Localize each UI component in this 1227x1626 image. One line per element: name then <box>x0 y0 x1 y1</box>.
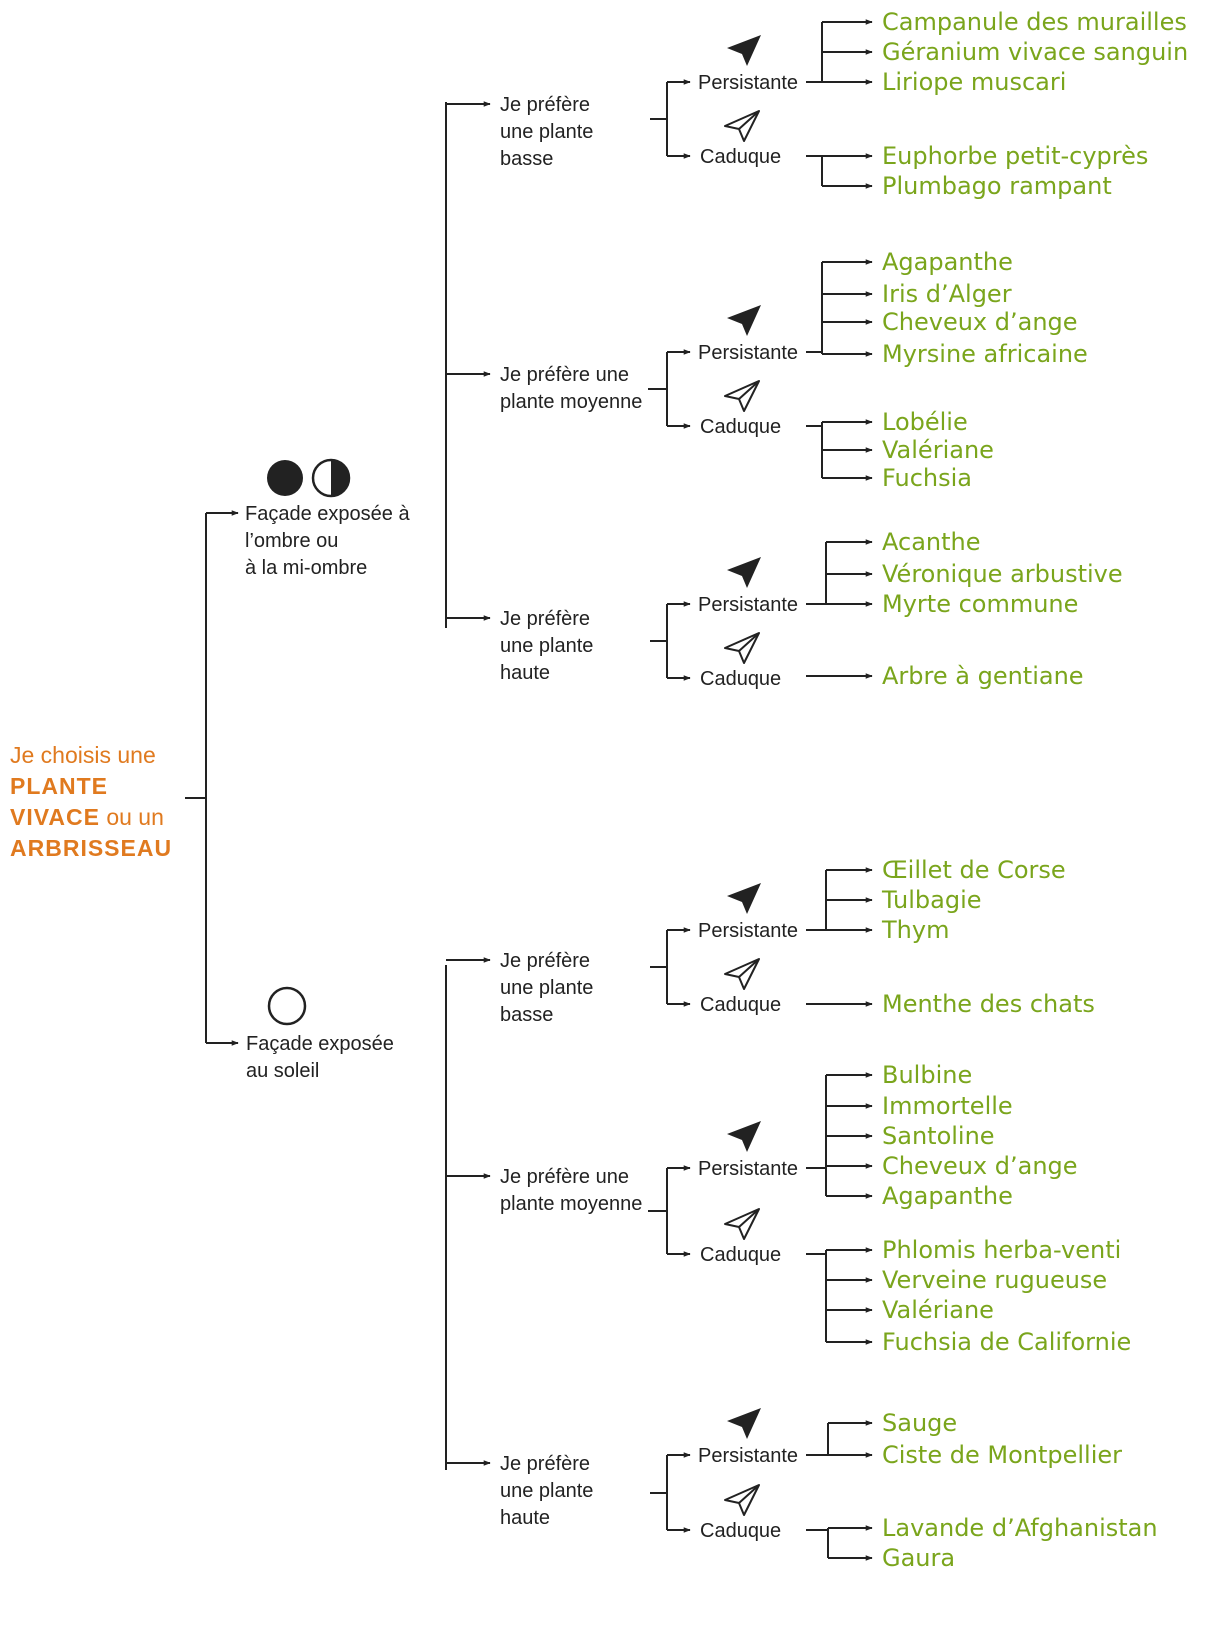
plant-name: Fuchsia <box>882 464 972 492</box>
deciduous-label: Caduque <box>700 146 781 168</box>
persistent-label: Persistante <box>698 342 798 364</box>
root-line-4: ARBRISSEAU <box>10 835 173 861</box>
exposure-label: l’ombre ou <box>245 530 338 552</box>
filled-paper-plane-icon <box>727 1408 761 1439</box>
height-label: une plante <box>500 635 593 657</box>
outline-paper-plane-icon <box>724 1208 760 1240</box>
height-label: haute <box>500 662 550 684</box>
persistent-label: Persistante <box>698 920 798 942</box>
plant-name: Valériane <box>882 436 994 464</box>
plant-name: Acanthe <box>882 528 981 556</box>
outline-paper-plane-icon <box>724 110 760 142</box>
filled-paper-plane-icon <box>727 305 761 336</box>
persistent-label: Persistante <box>698 594 798 616</box>
deciduous-label: Caduque <box>700 416 781 438</box>
height-label: basse <box>500 1004 553 1026</box>
half-moon-shading <box>331 460 349 496</box>
height-label: plante moyenne <box>500 391 642 413</box>
plant-name: Liriope muscari <box>882 68 1066 96</box>
plant-name: Myrsine africaine <box>882 340 1088 368</box>
height-label: Je préfère <box>500 94 590 116</box>
deciduous-label: Caduque <box>700 1520 781 1542</box>
exposure-label: au soleil <box>246 1060 319 1082</box>
plant-name: Santoline <box>882 1122 995 1150</box>
height-label: Je préfère <box>500 950 590 972</box>
persistent-label: Persistante <box>698 1158 798 1180</box>
plant-name: Géranium vivace sanguin <box>882 38 1188 66</box>
plant-name: Lavande d’Afghanistan <box>882 1514 1158 1542</box>
icons-layer <box>267 35 761 1516</box>
plant-name: Campanule des murailles <box>882 8 1187 36</box>
persistent-label: Persistante <box>698 72 798 94</box>
plant-name: Ciste de Montpellier <box>882 1441 1122 1469</box>
plant-name: Bulbine <box>882 1061 972 1089</box>
outline-paper-plane-icon <box>724 1484 760 1516</box>
plant-name: Véronique arbustive <box>882 560 1123 588</box>
filled-paper-plane-icon <box>727 35 761 66</box>
plant-name: Agapanthe <box>882 1182 1013 1210</box>
outline-paper-plane-icon <box>724 380 760 412</box>
filled-paper-plane-icon <box>727 557 761 588</box>
plant-name: Euphorbe petit-cyprès <box>882 142 1148 170</box>
plant-name: Valériane <box>882 1296 994 1324</box>
root-question: Je choisis une PLANTE VIVACE ou un ARBRI… <box>10 740 172 864</box>
plant-name: Fuchsia de Californie <box>882 1328 1131 1356</box>
connector-lines <box>185 19 873 1561</box>
filled-paper-plane-icon <box>727 1121 761 1152</box>
exposure-label: à la mi-ombre <box>245 557 367 579</box>
plant-name: Thym <box>881 916 949 944</box>
filled-paper-plane-icon <box>727 883 761 914</box>
plant-name: Immortelle <box>882 1092 1013 1120</box>
height-label: Je préfère <box>500 1453 590 1475</box>
plant-name: Agapanthe <box>882 248 1013 276</box>
height-label: Je préfère une <box>500 1166 629 1188</box>
plant-name: Myrte commune <box>882 590 1078 618</box>
height-label: Je préfère une <box>500 364 629 386</box>
root-line-3-rest: ou un <box>99 804 164 830</box>
sun-circle-icon <box>267 986 307 1026</box>
plant-name: Arbre à gentiane <box>882 662 1084 690</box>
plant-name: Menthe des chats <box>882 990 1095 1018</box>
plant-name: Lobélie <box>882 408 968 436</box>
plant-name: Phlomis herba-venti <box>882 1236 1121 1264</box>
labels-layer: Façade exposée àl’ombre ouà la mi-ombreJ… <box>245 8 1188 1572</box>
plant-name: Cheveux d’ange <box>882 308 1078 336</box>
deciduous-label: Caduque <box>700 1244 781 1266</box>
root-line-3-bold: VIVACE <box>10 804 100 830</box>
plant-name: Tulbagie <box>881 886 982 914</box>
outline-paper-plane-icon <box>724 958 760 990</box>
height-label: une plante <box>500 121 593 143</box>
deciduous-label: Caduque <box>700 668 781 690</box>
plant-name: Sauge <box>882 1409 957 1437</box>
outline-paper-plane-icon <box>724 632 760 664</box>
root-line-3: VIVACE ou un <box>10 802 172 833</box>
height-label: une plante <box>500 1480 593 1502</box>
height-label: Je préfère <box>500 608 590 630</box>
exposure-label: Façade exposée <box>246 1033 394 1055</box>
height-label: plante moyenne <box>500 1193 642 1215</box>
exposure-label: Façade exposée à <box>245 503 410 525</box>
plant-name: Cheveux d’ange <box>882 1152 1078 1180</box>
height-label: basse <box>500 148 553 170</box>
deciduous-label: Caduque <box>700 994 781 1016</box>
height-label: haute <box>500 1507 550 1529</box>
plant-name: Verveine rugueuse <box>882 1266 1107 1294</box>
plant-name: Iris d’Alger <box>882 280 1012 308</box>
height-label: une plante <box>500 977 593 999</box>
plant-name: Œillet de Corse <box>882 856 1066 884</box>
plant-name: Gaura <box>882 1544 955 1572</box>
root-line-2: PLANTE <box>10 773 108 799</box>
persistent-label: Persistante <box>698 1445 798 1467</box>
full-moon-shadow-icon <box>267 460 303 496</box>
root-line-1: Je choisis une <box>10 742 156 768</box>
plant-name: Plumbago rampant <box>882 172 1112 200</box>
